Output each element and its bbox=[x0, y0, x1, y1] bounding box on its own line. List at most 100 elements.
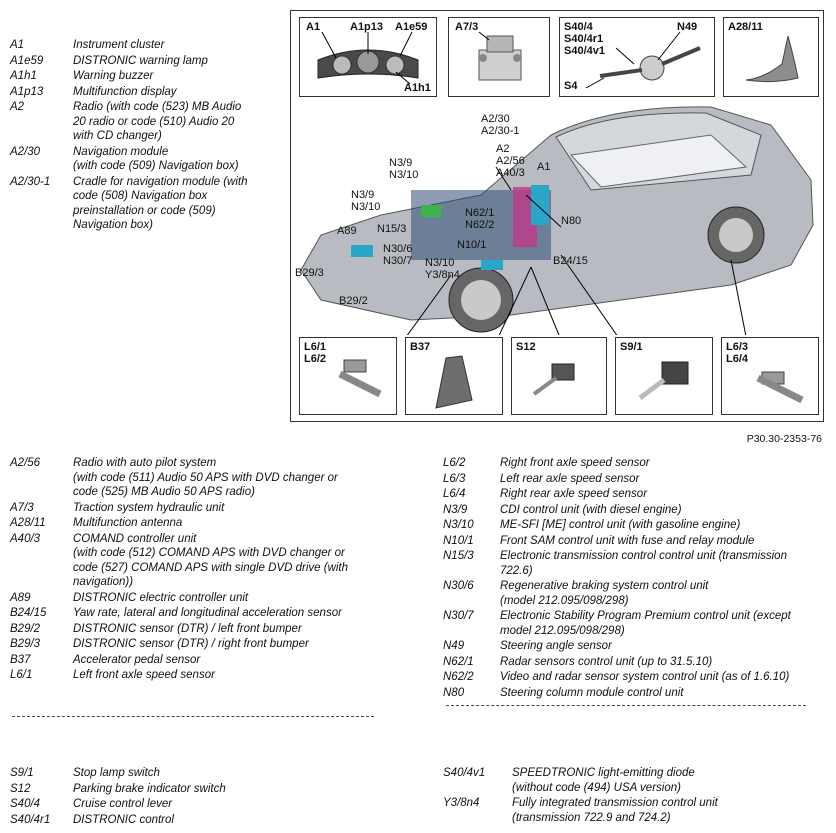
legend-description: Electronic Stability Program Premium con… bbox=[500, 610, 791, 637]
legend-description: Parking brake indicator switch bbox=[73, 782, 226, 795]
legend-description: Instrument cluster bbox=[73, 39, 165, 51]
box-accelerator-pedal: B37 bbox=[405, 337, 503, 415]
legend-code: S12 bbox=[10, 782, 31, 795]
legend-code: N10/1 bbox=[443, 534, 474, 547]
box-steering-lever: S40/4 S40/4r1 S40/4v1 N49 S4 bbox=[559, 17, 715, 97]
label-l61: L6/1 L6/2 bbox=[304, 341, 327, 365]
legend-code: S40/4 bbox=[10, 798, 41, 810]
legend-description: Yaw rate, lateral and longitudinal accel… bbox=[73, 607, 342, 619]
legend-description: Left front axle speed sensor bbox=[73, 669, 215, 681]
legend-code: A1e59 bbox=[10, 54, 44, 67]
legend-code: N62/2 bbox=[443, 671, 474, 683]
callout-n310: N3/10 Y3/8n4 bbox=[425, 257, 460, 281]
legend-code: A1h1 bbox=[10, 70, 37, 82]
legend-code: A2/30-1 bbox=[10, 175, 51, 188]
box-stop-lamp-switch: S9/1 bbox=[615, 337, 713, 415]
legend-description: Fully integrated transmission control un… bbox=[512, 797, 718, 824]
callout-n101: N10/1 bbox=[457, 239, 487, 251]
legend-code: N49 bbox=[443, 640, 465, 652]
label-b37: B37 bbox=[410, 341, 431, 353]
legend-description: Right front axle speed sensor bbox=[500, 457, 650, 469]
callout-a230: A2/30 A2/30-1 bbox=[481, 113, 520, 137]
legend-description: Accelerator pedal sensor bbox=[73, 653, 201, 666]
legend-code: B29/3 bbox=[10, 638, 41, 650]
legend-row: B24/15 Yaw rate, lateral and longitudinal… bbox=[10, 606, 420, 621]
legend-code: A89 bbox=[10, 591, 31, 604]
label-a2811: A28/11 bbox=[728, 21, 763, 33]
rear-speed-sensor-illustration bbox=[756, 371, 804, 404]
separator-left bbox=[12, 716, 374, 717]
legend-description: Front SAM control unit with fuse and rel… bbox=[500, 534, 755, 547]
legend-description: Warning buzzer bbox=[73, 70, 154, 82]
legend-row: A1e59 DISTRONIC warning lamp bbox=[10, 54, 285, 69]
legend-code: Y3/8n4 bbox=[443, 797, 480, 809]
legend-code: N30/7 bbox=[443, 610, 474, 622]
label-l63: L6/3 L6/4 bbox=[726, 341, 749, 365]
legend-code: L6/4 bbox=[443, 488, 466, 500]
legend-code: N15/3 bbox=[443, 550, 474, 562]
callout-b292: B29/2 bbox=[339, 295, 368, 307]
legend-row: A1h1 Warning buzzer bbox=[10, 69, 285, 84]
legend-code: B29/2 bbox=[10, 622, 41, 635]
legend-row: Y3/8n4 Fully integrated transmission cont… bbox=[443, 796, 833, 825]
legend-code: A1 bbox=[10, 39, 25, 51]
legend-code: B24/15 bbox=[10, 607, 47, 619]
legend-code: A7/3 bbox=[10, 501, 34, 514]
box-parking-brake-switch: S12 bbox=[511, 337, 607, 415]
callout-n80: N80 bbox=[561, 215, 582, 227]
legend-code: A2 bbox=[10, 101, 25, 113]
label-a1h1: A1h1 bbox=[404, 82, 431, 94]
legend-row: N15/3 Electronic transmission control con… bbox=[443, 549, 833, 578]
callout-a89: A89 bbox=[337, 225, 357, 237]
car-illustration bbox=[300, 106, 814, 335]
legend-description: DISTRONIC sensor (DTR) / right front bum… bbox=[73, 638, 309, 650]
label-a1p13: A1p13 bbox=[350, 21, 384, 33]
legend-code: N3/10 bbox=[443, 519, 474, 531]
legend-description: CDI control unit (with diesel engine) bbox=[500, 503, 682, 516]
callout-n621: N62/1 N62/2 bbox=[465, 207, 495, 231]
legend-code: A1p13 bbox=[10, 85, 44, 98]
legend-code: A40/3 bbox=[10, 532, 41, 545]
legend-row: N30/7 Electronic Stability Program Premiu… bbox=[443, 609, 833, 638]
box-rear-speed-sensor: L6/3 L6/4 bbox=[721, 337, 819, 415]
legend-description: DISTRONIC warning lamp bbox=[73, 54, 208, 67]
legend-code: L6/2 bbox=[443, 457, 466, 469]
legend-description: Electronic transmission control control … bbox=[500, 550, 787, 577]
callout-a1: A1 bbox=[537, 161, 551, 173]
component-location-figure: A1 A1p13 A1e59 A1h1 A7/3 S40/4 S40/4r1 S… bbox=[290, 10, 824, 422]
label-s404-group: S40/4 S40/4r1 S40/4v1 bbox=[564, 21, 605, 57]
figure-reference: P30.30-2353-76 bbox=[746, 433, 822, 445]
legend-code: B37 bbox=[10, 653, 31, 666]
legend-code: S40/4r1 bbox=[10, 813, 51, 826]
legend-description: DISTRONIC control bbox=[73, 813, 174, 826]
legend-description: ME-SFI [ME] control unit (with gasoline … bbox=[500, 519, 741, 531]
legend-row: N10/1 Front SAM control unit with fuse an… bbox=[443, 534, 833, 549]
label-s4: S4 bbox=[564, 80, 578, 92]
label-s91: S9/1 bbox=[620, 341, 643, 353]
callout-b2415: B24/15 bbox=[553, 255, 588, 267]
legend-code: A2/56 bbox=[10, 457, 41, 469]
callout-n306: N30/6 N30/7 bbox=[383, 243, 413, 267]
legend-row: N49 Steering angle sensor bbox=[443, 639, 833, 654]
antenna-illustration bbox=[745, 35, 799, 83]
legend-code: A28/11 bbox=[10, 517, 46, 529]
legend-code: N80 bbox=[443, 686, 465, 699]
legend-row: B37 Accelerator pedal sensor bbox=[10, 653, 420, 668]
front-speed-sensor-illustration bbox=[338, 359, 382, 398]
legend-description: Steering angle sensor bbox=[500, 640, 612, 652]
legend-description: Stop lamp switch bbox=[73, 767, 160, 779]
